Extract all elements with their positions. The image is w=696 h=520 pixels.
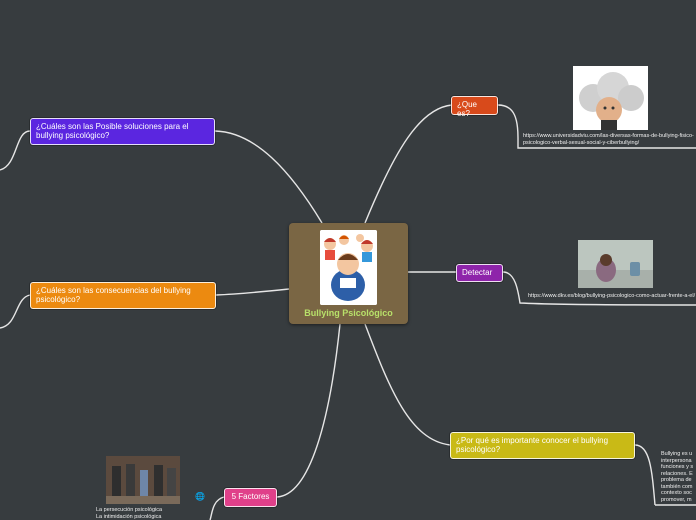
topic-soluciones[interactable]: ¿Cuáles son las Posible soluciones para … (30, 118, 215, 145)
central-cartoon-image (320, 230, 377, 305)
link-factores (276, 323, 341, 498)
link-que-es-detail (497, 104, 519, 139)
link-detectar-detail (502, 271, 696, 306)
importante-line: promover, m (661, 496, 692, 503)
factores-detail-text: La persecución psicológica La intimidaci… (96, 507, 206, 520)
topic-detectar[interactable]: Detectar (456, 264, 503, 282)
importante-detail-text: Bullying es u interpersona funciones y s… (661, 451, 696, 503)
factores-image (106, 456, 180, 504)
link-que-es-url-line (517, 138, 696, 149)
central-title: Bullying Psicológico (304, 308, 393, 318)
topic-consecuencias[interactable]: ¿Cuáles son las consecuencias del bullyi… (30, 282, 216, 309)
topic-factores-label: 5 Factores (231, 492, 270, 501)
que-es-image (573, 66, 648, 130)
importante-line: relaciones. E (661, 470, 693, 477)
topic-que-es-label: ¿Que es? (457, 100, 478, 118)
link-importante-detail (634, 444, 656, 506)
topic-soluciones-label: ¿Cuáles son las Posible soluciones para … (36, 122, 189, 140)
topic-importante-label: ¿Por qué es importante conocer el bullyi… (456, 436, 609, 454)
factores-line: La persecución psicológica (96, 507, 163, 513)
importante-line: Bullying es u (661, 451, 693, 457)
detectar-url[interactable]: https://www.dkv.es/blog/bullying-psicolo… (528, 293, 696, 299)
importante-line: interpersona (661, 457, 692, 464)
link-soluciones (214, 130, 323, 224)
topic-detectar-label: Detectar (462, 268, 493, 277)
link-consecuencias (215, 288, 290, 296)
link-factores-detail (209, 496, 225, 520)
importante-line: contexto soc (661, 490, 692, 496)
link-soluciones-left (0, 130, 31, 171)
importante-line: problema de (661, 477, 692, 483)
topic-consecuencias-label: ¿Cuáles son las consecuencias del bullyi… (36, 286, 191, 304)
detectar-image (578, 240, 653, 288)
topic-factores[interactable]: 5 Factores (224, 488, 277, 507)
globe-icon[interactable]: 🌐 (195, 492, 205, 501)
link-que-es (364, 104, 453, 224)
central-topic[interactable]: Bullying Psicológico (289, 223, 408, 324)
factores-line: La intimidación psicológica (96, 513, 162, 520)
link-consecuencias-left (0, 294, 31, 329)
topic-importante[interactable]: ¿Por qué es importante conocer el bullyi… (450, 432, 635, 459)
topic-que-es[interactable]: ¿Que es? (451, 96, 498, 118)
que-es-url[interactable]: https://www.universidadviu.com/las-diver… (523, 133, 694, 146)
importante-line: también com (661, 483, 693, 490)
link-importante (364, 323, 451, 446)
importante-line: funciones y s (661, 464, 694, 470)
